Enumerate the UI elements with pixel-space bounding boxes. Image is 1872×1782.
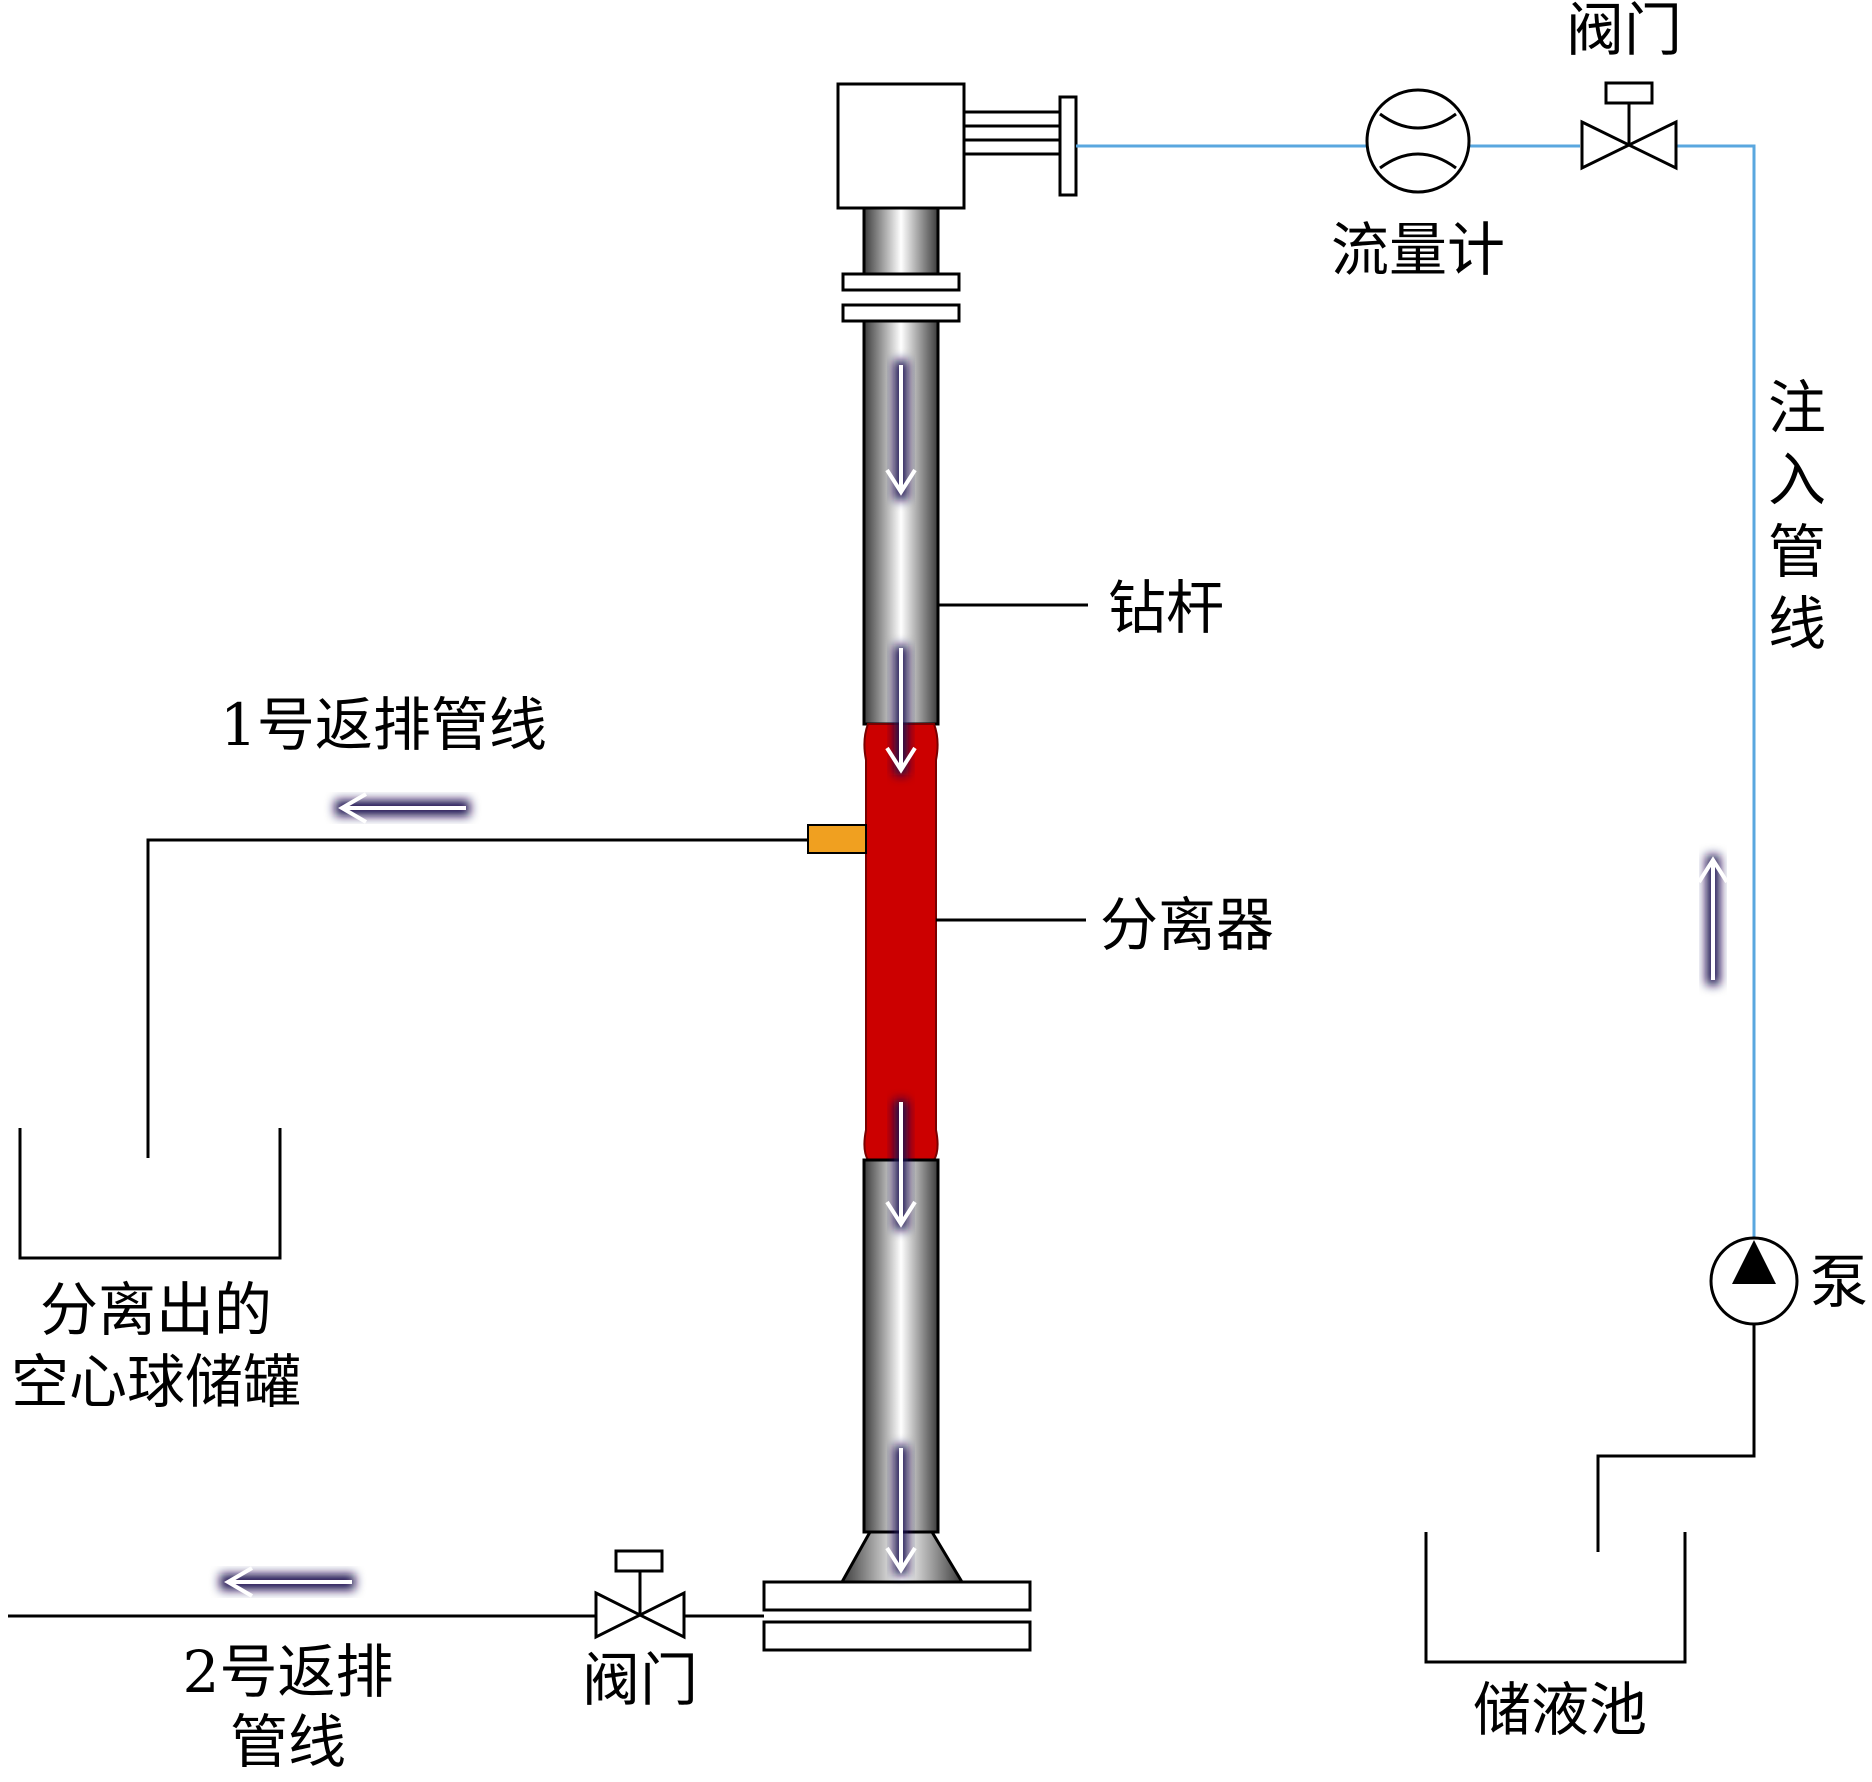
injection-line-label-0: 注 bbox=[1768, 374, 1826, 442]
return-line-2 bbox=[8, 1566, 764, 1618]
top-valve-icon bbox=[1580, 81, 1678, 171]
flowmeter-label: 流量计 bbox=[1331, 216, 1505, 284]
drill-pipe-column bbox=[762, 82, 1078, 1652]
left-arrow-icon bbox=[335, 792, 470, 824]
valve-top-label: 阀门 bbox=[1566, 0, 1682, 64]
drill-pipe-label: 钻杆 bbox=[1108, 574, 1224, 642]
return-line-2-label-l2: 管线 bbox=[230, 1708, 346, 1776]
tank-label-line2: 空心球储罐 bbox=[11, 1348, 301, 1416]
injection-line bbox=[1076, 144, 1756, 1238]
valve-bottom-label: 阀门 bbox=[582, 1646, 698, 1714]
pipe-flange bbox=[841, 303, 961, 323]
down-arrow-icon bbox=[885, 1100, 917, 1230]
separator-label: 分离器 bbox=[1100, 891, 1274, 959]
separator-outlet bbox=[807, 824, 867, 854]
sphere-storage-tank bbox=[18, 1128, 282, 1260]
injection-line-label-2: 管 bbox=[1768, 518, 1826, 586]
top-connector-bar bbox=[962, 110, 1062, 128]
suction-line bbox=[1596, 1324, 1756, 1552]
bottom-valve-icon bbox=[594, 1549, 686, 1640]
return-line-1-label: 1号返排管线 bbox=[220, 691, 547, 759]
base-plate bbox=[762, 1620, 1032, 1652]
reservoir-label: 储液池 bbox=[1473, 1676, 1647, 1744]
separator-body bbox=[863, 723, 939, 1161]
pipe-flange bbox=[841, 272, 961, 292]
pump-label: 泵 bbox=[1810, 1248, 1868, 1316]
top-connector-flange bbox=[1058, 95, 1078, 197]
base-plate bbox=[762, 1580, 1032, 1612]
down-arrow-icon bbox=[885, 645, 917, 775]
injection-line-label-1: 入 bbox=[1768, 446, 1826, 514]
top-drive-box bbox=[836, 82, 966, 210]
pump-icon bbox=[1709, 1236, 1799, 1326]
down-arrow-icon bbox=[885, 1445, 917, 1575]
top-connector-bar bbox=[962, 138, 1062, 156]
return-line-2-label-l1: 2号返排 bbox=[183, 1638, 394, 1706]
tank-label-line1: 分离出的 bbox=[40, 1276, 272, 1344]
pipe-segment-upper bbox=[862, 206, 940, 276]
reservoir-tank bbox=[1424, 1532, 1687, 1664]
left-arrow-icon bbox=[220, 1566, 355, 1598]
injection-line-label-3: 线 bbox=[1768, 590, 1826, 658]
up-arrow-icon bbox=[1697, 855, 1729, 985]
flowmeter-icon bbox=[1365, 88, 1471, 194]
down-arrow-icon bbox=[885, 360, 917, 500]
return-line-1 bbox=[146, 792, 808, 1158]
pipe-flow-arrows bbox=[885, 360, 917, 1575]
